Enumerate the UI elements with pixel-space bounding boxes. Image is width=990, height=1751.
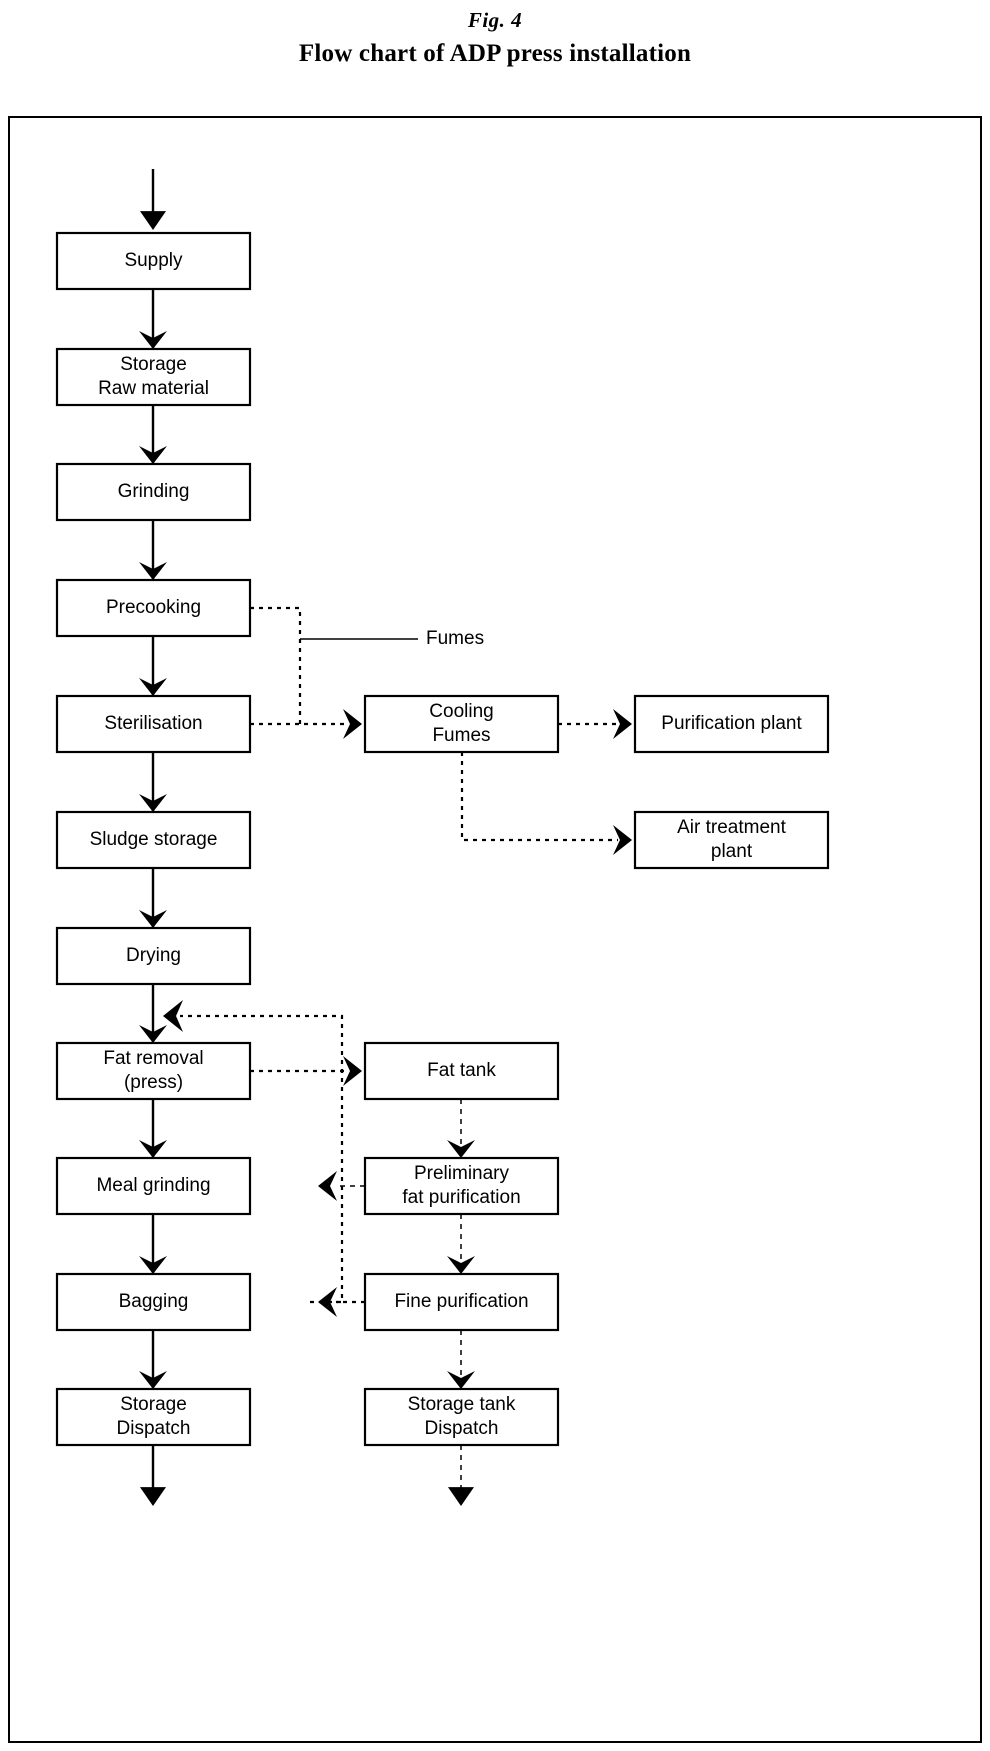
node-box-grinding [55, 462, 252, 522]
arrowhead-fine-purif-recycle [318, 1287, 337, 1317]
arrowhead-drying [139, 910, 167, 928]
node-label-cooling_fumes: Cooling [429, 701, 493, 722]
arrowhead-recycle-into-fat-removal [163, 1000, 183, 1032]
node-box-air_plant [633, 810, 830, 870]
arrowhead-fine_purif [447, 1256, 475, 1274]
node-fat_removal[interactable]: Fat removal (press) [55, 1041, 252, 1101]
node-box-storage_disp [55, 1387, 252, 1447]
node-label-air_plant: plant [711, 841, 753, 862]
node-box-drying [55, 926, 252, 986]
node-air_plant[interactable]: Air treatment plant [633, 810, 830, 870]
node-label-fat_removal: Fat removal [103, 1048, 203, 1069]
node-box-precooking [55, 578, 252, 638]
node-label-precooking: Precooking [106, 597, 201, 618]
arrowhead-grinding [139, 446, 167, 464]
node-box-storage_raw [55, 347, 252, 407]
node-label-fat_tank: Fat tank [427, 1060, 496, 1081]
node-label-storage_raw: Storage [120, 354, 187, 375]
node-box-meal_grinding [55, 1156, 252, 1216]
node-label-sludge: Sludge storage [90, 829, 218, 850]
node-label-fine_purif: Fine purification [394, 1291, 528, 1312]
node-label-drying: Drying [126, 945, 181, 966]
arrowhead-storage_disp [139, 1371, 167, 1389]
arrowhead-sludge [139, 794, 167, 812]
arrowhead-bagging [139, 1256, 167, 1274]
node-box-sterilisation [55, 694, 252, 754]
edge-recycle-riser-to-drying [180, 1014, 344, 1304]
node-box-prelim_fat [363, 1156, 560, 1216]
node-box-fat_tank [363, 1041, 560, 1101]
arrowhead-precooking [139, 562, 167, 580]
node-label-storage_tank: Dispatch [425, 1418, 499, 1439]
arrowhead-fat_removal [139, 1025, 167, 1043]
arrowhead-storage_tank [447, 1371, 475, 1389]
edge-cooling-to-air-plant [460, 752, 618, 842]
annotation-fumes: Fumes [426, 628, 484, 649]
node-supply[interactable]: Supply [55, 231, 252, 291]
node-label-storage_tank: Storage tank [408, 1394, 516, 1415]
node-label-storage_disp: Storage [120, 1394, 187, 1415]
node-box-sludge [55, 810, 252, 870]
node-sludge[interactable]: Sludge storage [55, 810, 252, 870]
node-label-storage_raw: Raw material [98, 378, 209, 399]
node-label-supply: Supply [124, 250, 183, 271]
node-fat_tank[interactable]: Fat tank [363, 1041, 560, 1101]
node-precooking[interactable]: Precooking [55, 578, 252, 638]
node-box-purif_plant [633, 694, 830, 754]
node-label-grinding: Grinding [118, 481, 190, 502]
flowchart-edges [139, 169, 632, 1506]
node-purif_plant[interactable]: Purification plant [633, 694, 830, 754]
node-label-fat_removal: (press) [124, 1072, 183, 1093]
node-box-fat_removal [55, 1041, 252, 1101]
node-label-meal_grinding: Meal grinding [96, 1175, 210, 1196]
node-label-air_plant: Air treatment [677, 817, 786, 838]
node-grinding[interactable]: Grinding [55, 462, 252, 522]
node-drying[interactable]: Drying [55, 926, 252, 986]
node-label-prelim_fat: Preliminary [414, 1163, 510, 1184]
arrowhead-meal_grinding [139, 1140, 167, 1158]
node-label-bagging: Bagging [119, 1291, 189, 1312]
arrowhead-prelim_fat [447, 1140, 475, 1158]
node-label-storage_disp: Dispatch [117, 1418, 191, 1439]
figure-title: Flow chart of ADP press installation [298, 40, 692, 67]
arrowhead-fat-tank [343, 1056, 362, 1086]
arrowhead-cooling-fumes [343, 709, 362, 739]
node-label-sterilisation: Sterilisation [104, 713, 202, 734]
node-fine_purif[interactable]: Fine purification [363, 1272, 560, 1332]
arrowhead-storage_raw [139, 331, 167, 349]
entry-arrowhead [140, 211, 166, 230]
node-box-fine_purif [363, 1272, 560, 1332]
node-box-storage_tank [363, 1387, 560, 1447]
arrowhead-air-plant [613, 825, 632, 855]
node-prelim_fat[interactable]: Preliminary fat purification [363, 1156, 560, 1216]
node-label-cooling_fumes: Fumes [432, 725, 490, 746]
node-sterilisation[interactable]: Sterilisation [55, 694, 252, 754]
arrowhead-purification-plant [613, 709, 632, 739]
node-box-bagging [55, 1272, 252, 1332]
figure-number: Fig. 4 [467, 8, 523, 32]
fumes-label: Fumes [426, 628, 484, 649]
node-box-cooling_fumes [363, 694, 560, 754]
node-label-purif_plant: Purification plant [661, 713, 802, 734]
node-label-prelim_fat: fat purification [402, 1187, 520, 1208]
exit-arrowhead [140, 1487, 166, 1506]
node-meal_grinding[interactable]: Meal grinding [55, 1156, 252, 1216]
node-bagging[interactable]: Bagging [55, 1272, 252, 1332]
edge-precooking-to-cooling [250, 606, 302, 724]
arrowhead-prelim-fat-recycle [318, 1171, 337, 1201]
exit2-arrowhead [448, 1487, 474, 1506]
node-box-supply [55, 231, 252, 291]
arrowhead-sterilisation [139, 678, 167, 696]
